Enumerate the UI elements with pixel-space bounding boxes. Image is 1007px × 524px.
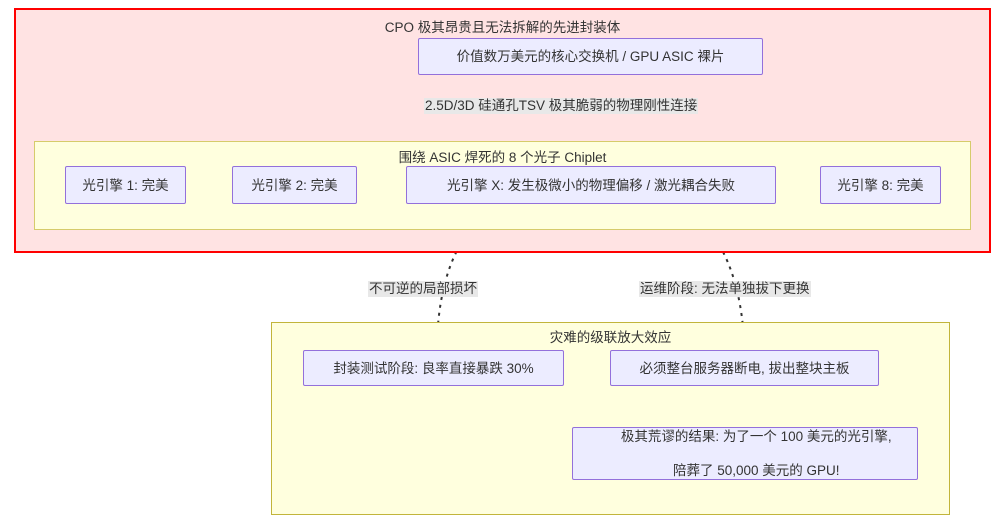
node-yield-drop[interactable]: 封装测试阶段: 良率直接暴跌 30% [303,350,564,386]
node-server-power-down[interactable]: 必须整台服务器断电, 拔出整块主板 [610,350,879,386]
node-absurd-result[interactable]: 极其荒谬的结果: 为了一个 100 美元的光引擎, 陪葬了 50,000 美元的… [572,427,918,480]
subgraph-cpo-title: CPO 极其昂贵且无法拆解的先进封装体 [384,20,621,35]
edge-label-no-field-replace: 运维阶段: 无法单独拔下更换 [639,281,811,297]
subgraph-cascade-title: 灾难的级联放大效应 [549,330,672,345]
node-result-line-2: 陪葬了 50,000 美元的 GPU! [672,463,840,478]
node-photonic-engine-8[interactable]: 光引擎 8: 完美 [820,166,941,204]
node-photonic-engine-1[interactable]: 光引擎 1: 完美 [65,166,186,204]
node-photonic-engine-2[interactable]: 光引擎 2: 完美 [232,166,357,204]
node-asic-die[interactable]: 价值数万美元的核心交换机 / GPU ASIC 裸片 [418,38,763,75]
edge-label-irreversible-damage: 不可逆的局部损坏 [368,281,478,297]
node-photonic-engine-x-failure[interactable]: 光引擎 X: 发生极微小的物理偏移 / 激光耦合失败 [406,166,776,204]
node-result-line-1: 极其荒谬的结果: 为了一个 100 美元的光引擎, [620,429,892,444]
subgraph-chiplet-title: 围绕 ASIC 焊死的 8 个光子 Chiplet [398,150,607,165]
edge-label-tsv: 2.5D/3D 硅通孔TSV 极其脆弱的物理刚性连接 [424,98,699,114]
